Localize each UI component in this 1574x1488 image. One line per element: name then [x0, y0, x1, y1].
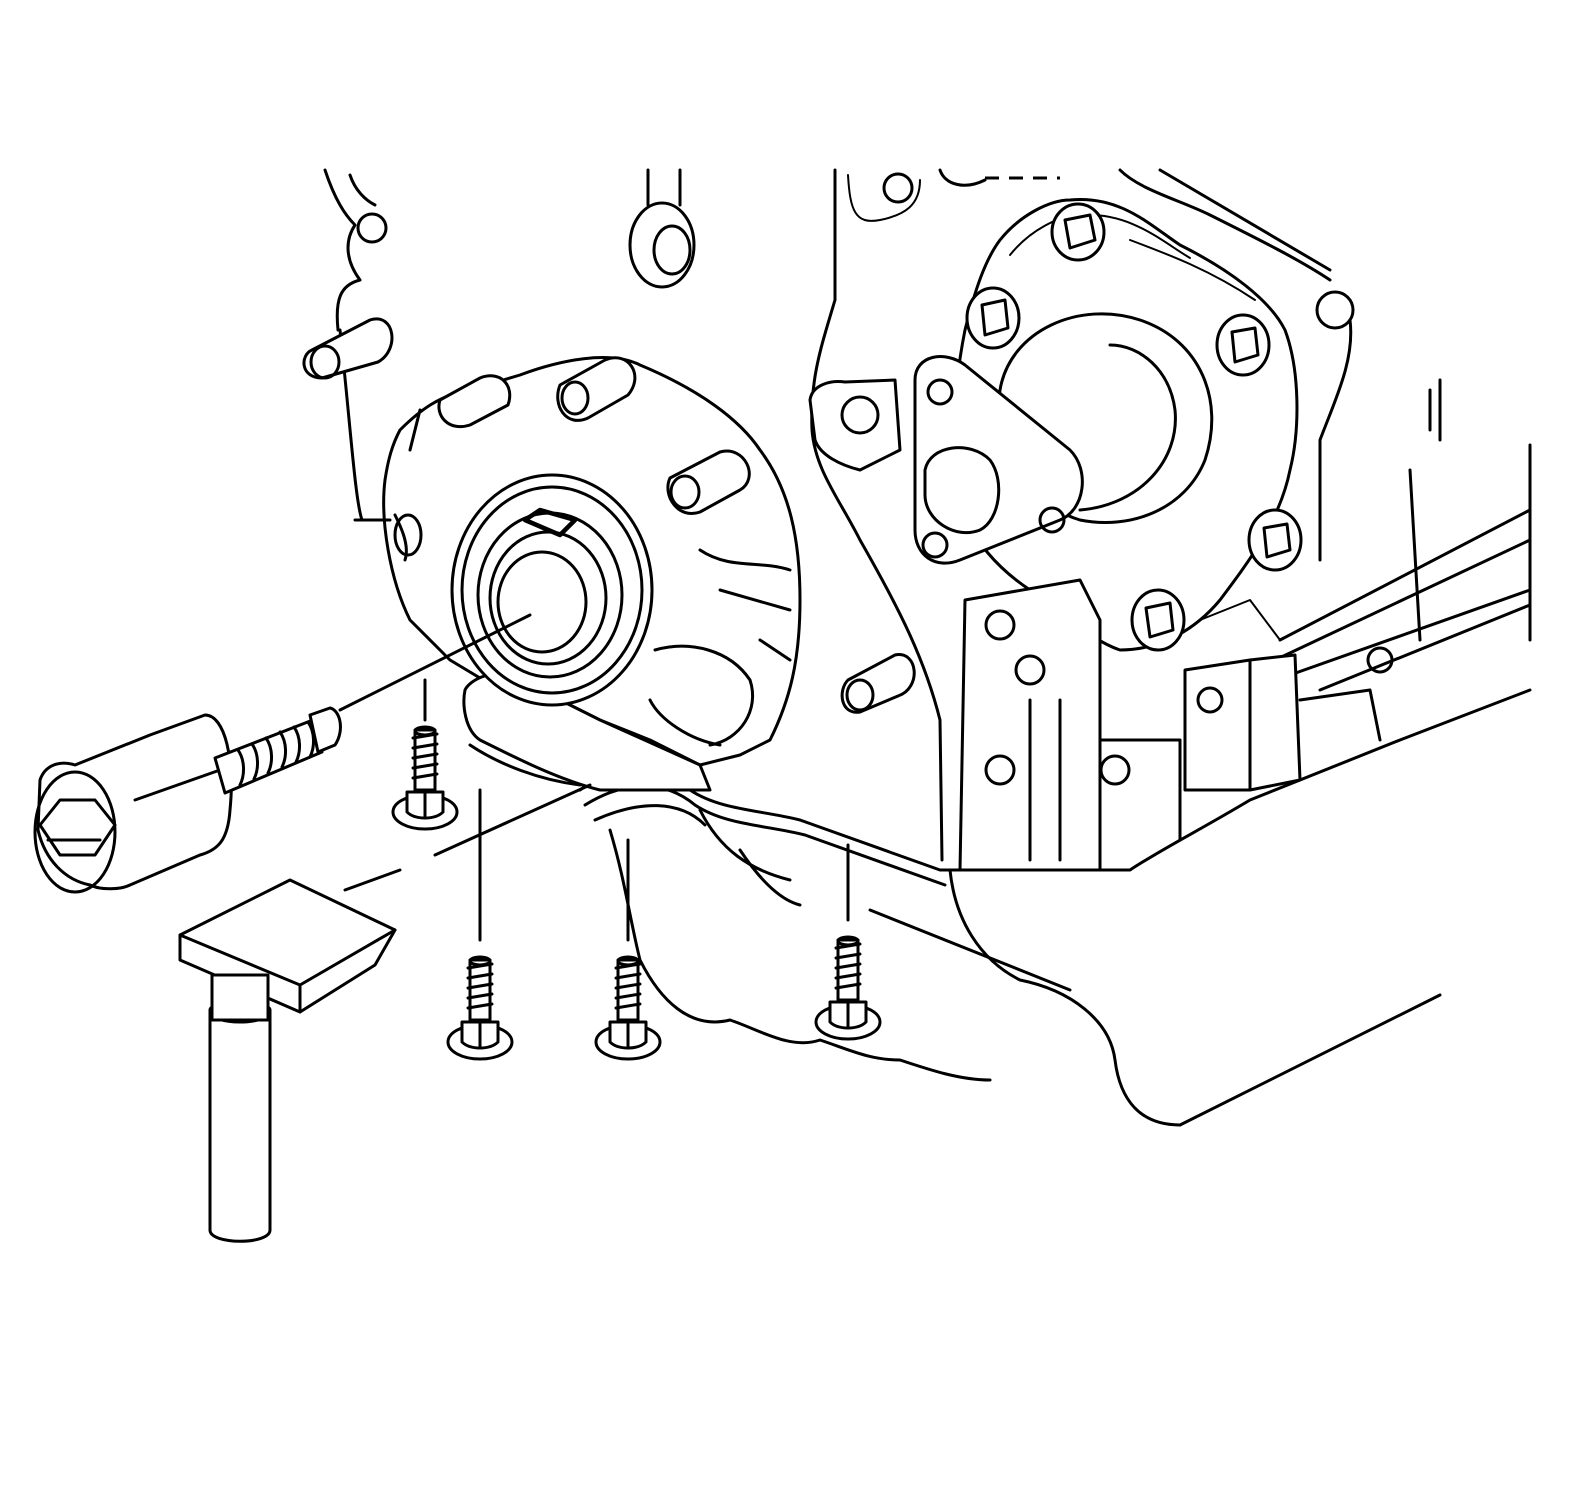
flange-bolt — [965, 286, 1021, 350]
flange-bolt — [1130, 588, 1186, 652]
flange-bolt — [1215, 313, 1271, 377]
support-stand — [178, 878, 397, 1243]
flange-bolt — [1050, 202, 1106, 262]
flange-bolt — [1247, 508, 1303, 572]
oil-pan-bolt — [446, 955, 514, 1061]
oil-pan-bolt — [814, 935, 882, 1041]
oil-pan-bolt — [391, 725, 459, 831]
seal-installer-tool — [33, 713, 233, 894]
oil-pump-assembly — [353, 356, 802, 792]
alignment-lines — [338, 613, 850, 942]
oil-pan-bolts — [391, 725, 882, 1061]
engine-block — [302, 168, 1532, 872]
oil-pan-bolt — [594, 955, 662, 1061]
installer-bolt — [213, 706, 342, 795]
